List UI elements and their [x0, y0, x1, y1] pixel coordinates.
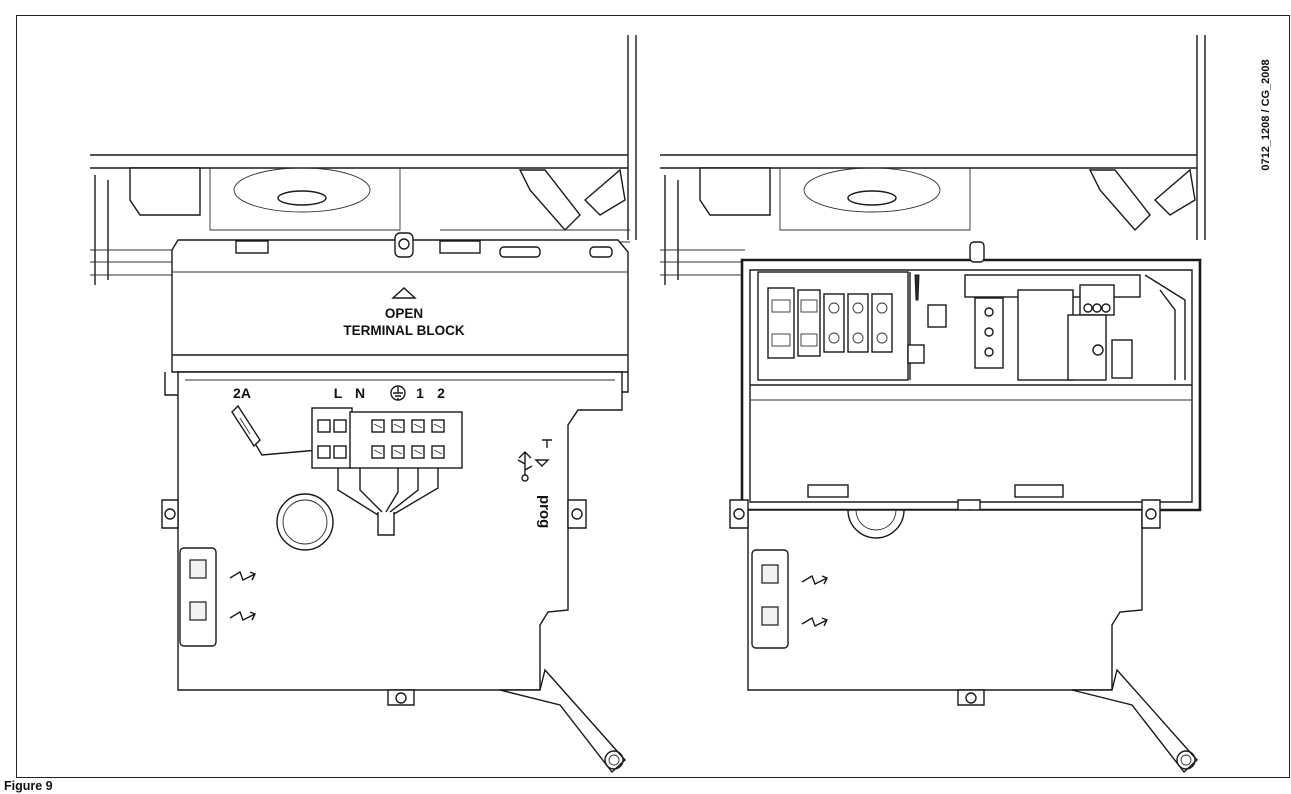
open-arrow-icon: [391, 287, 417, 299]
terminal-label-n: N: [355, 385, 365, 401]
exposed-terminal-area: [757, 271, 1186, 381]
figure-caption: Figure 9: [4, 779, 53, 793]
terminal-cover-left: OPEN TERMINAL BLOCK: [171, 232, 629, 373]
terminal-label-1: 1: [416, 385, 424, 401]
fuse-2a: [231, 404, 319, 456]
cover-label-open: OPEN: [385, 306, 423, 321]
earth-icon: [390, 385, 406, 401]
usb-prog-port: prog: [517, 439, 553, 528]
control-box-right: [729, 499, 1198, 774]
flash-icon-4: [801, 616, 828, 627]
flash-icon-2: [229, 610, 256, 621]
boiler-housing-right: [660, 35, 1206, 285]
control-box-left: [161, 371, 629, 774]
prog-label: prog: [536, 495, 553, 528]
terminal-block-left: [311, 407, 463, 536]
terminal-label-2: 2: [437, 385, 445, 401]
right-view: [660, 35, 1206, 774]
terminal-labels-left: 2A L N 1 2: [233, 385, 445, 401]
fuse-label: 2A: [233, 385, 251, 401]
usb-icon: [517, 451, 533, 482]
flash-icon-1: [229, 570, 256, 581]
flash-icon-3: [801, 574, 828, 585]
left-view: OPEN TERMINAL BLOCK: [90, 35, 637, 774]
terminal-label-l: L: [334, 385, 343, 401]
cover-label-terminal-block: TERMINAL BLOCK: [343, 323, 464, 338]
